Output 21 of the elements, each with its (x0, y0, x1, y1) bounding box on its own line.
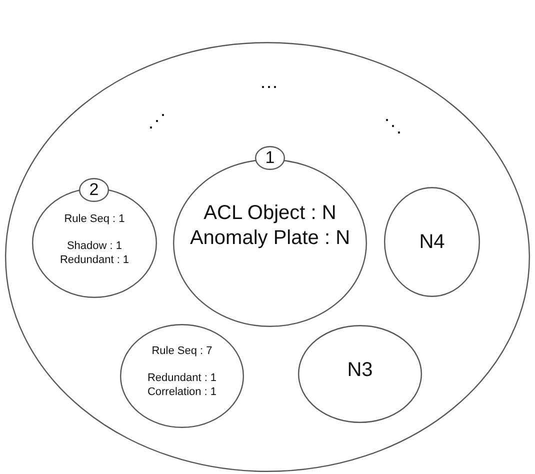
ellipsis-mark: ⋯ (260, 78, 278, 96)
node-title: N3 (347, 358, 373, 382)
badge-number: 1 (265, 146, 275, 169)
node-title: N4 (419, 230, 445, 254)
circle-node (120, 324, 244, 428)
node-title: Anomaly Plate : N (190, 226, 350, 251)
node-title: ACL Object : N (204, 201, 336, 226)
node-text: Shadow : 1 (66, 238, 122, 254)
circle-node (298, 325, 422, 423)
node-text: Rule Seq : 1 (64, 212, 125, 227)
badge-number: 2 (89, 178, 99, 201)
number-badge (255, 146, 285, 170)
node-text: Rule Seq : 7 (152, 344, 212, 359)
ellipsis-mark: ⋱ (384, 117, 402, 135)
number-badge (79, 178, 109, 202)
outer-ellipse (5, 42, 530, 472)
ellipsis-mark: ⋰ (148, 112, 166, 130)
circle-node (384, 187, 480, 297)
node-text: Redundant : 1 (60, 253, 130, 268)
node-text: Redundant : 1 (147, 370, 217, 386)
node-text: Correlation : 1 (147, 385, 217, 400)
